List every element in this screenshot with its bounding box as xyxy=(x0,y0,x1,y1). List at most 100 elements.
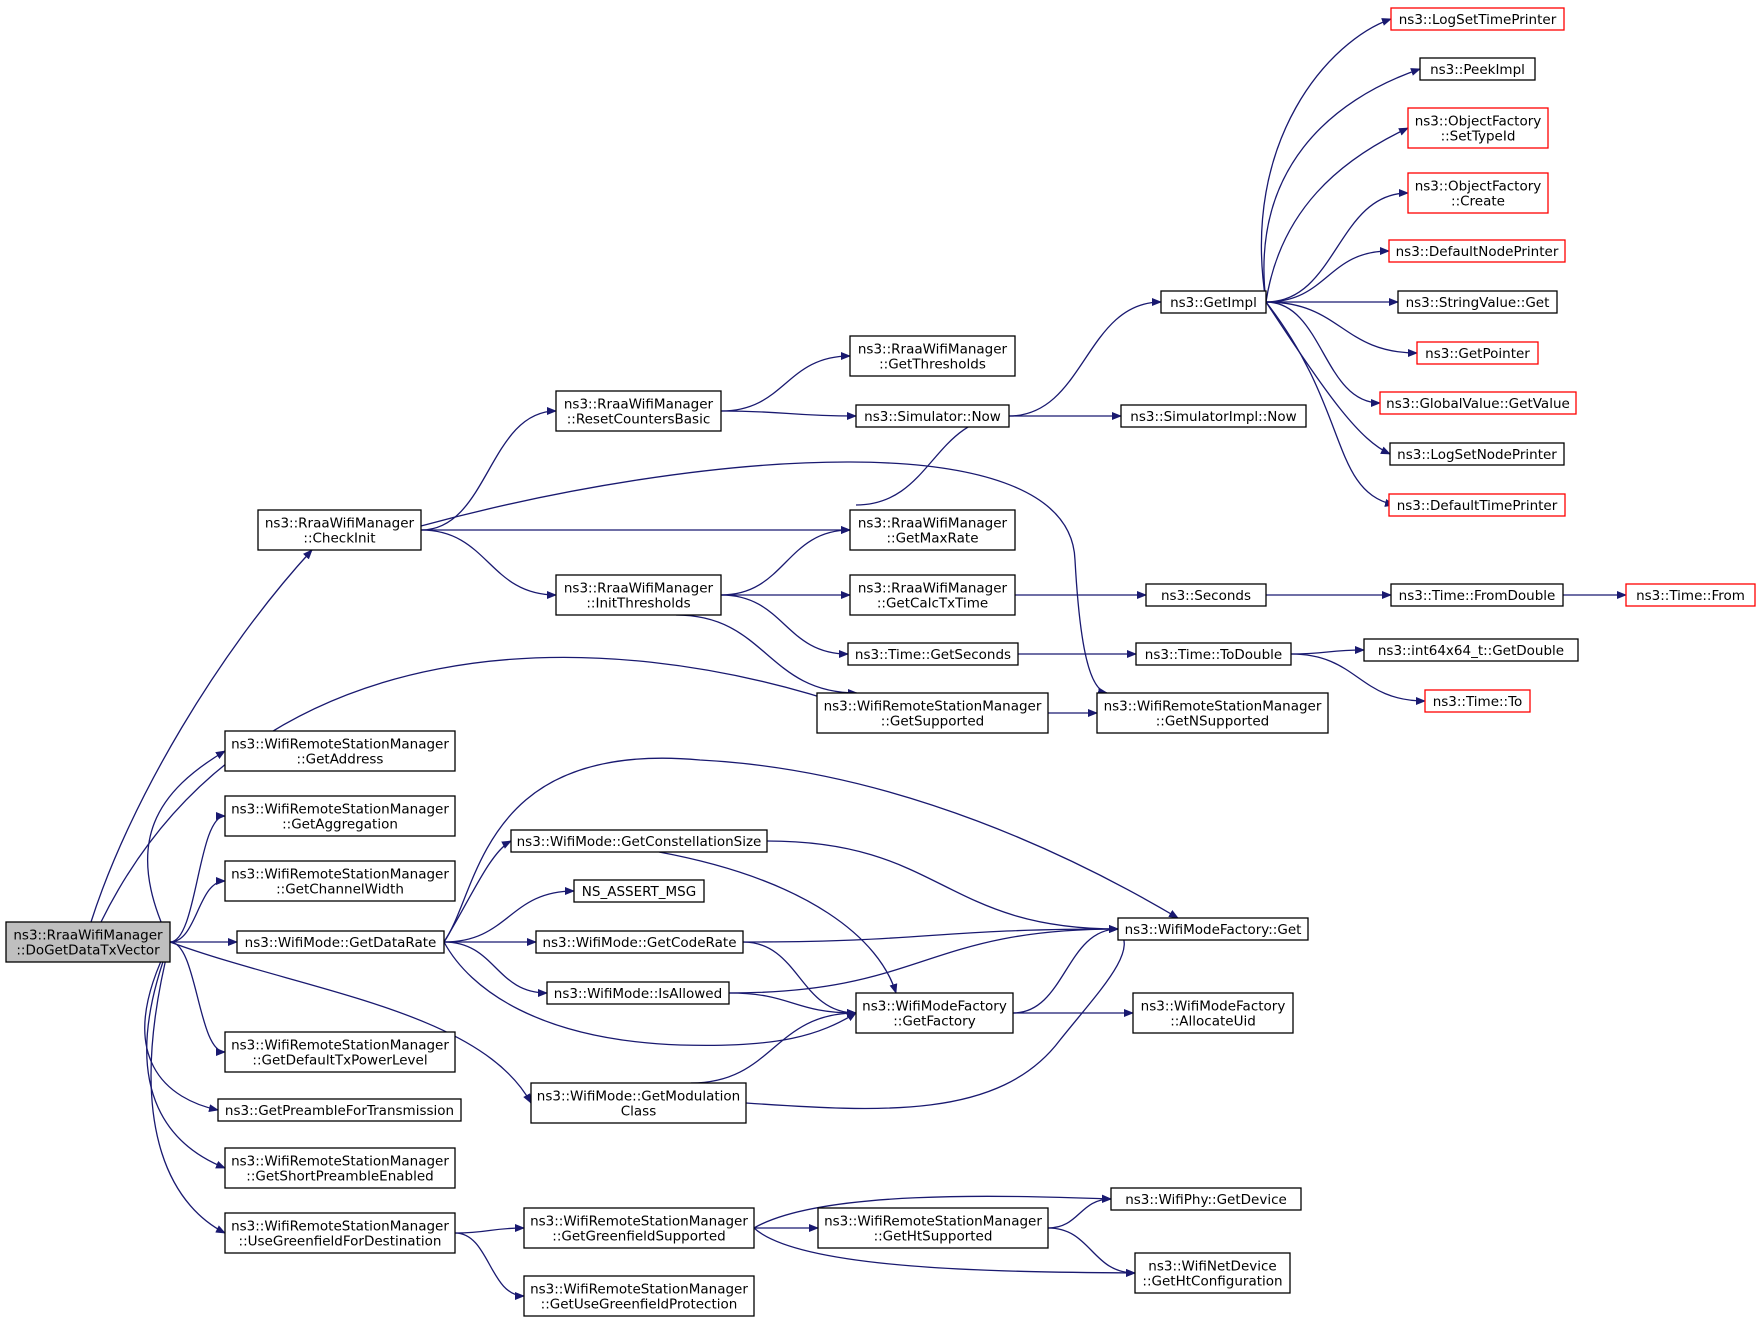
node-getpointer[interactable]: ns3::GetPointer xyxy=(1416,341,1539,365)
node-initthresholds[interactable]: ns3::RraaWifiManager::InitThresholds xyxy=(555,574,722,616)
node-box xyxy=(1390,583,1564,607)
node-int64getdouble[interactable]: ns3::int64x64_t::GetDouble xyxy=(1363,638,1579,662)
node-getgreensup[interactable]: ns3::WifiRemoteStationManager::GetGreenf… xyxy=(523,1207,755,1249)
node-label-line: ns3::Time::ToDouble xyxy=(1145,647,1282,663)
node-getchannelwidth[interactable]: ns3::WifiRemoteStationManager::GetChanne… xyxy=(224,860,456,902)
node-label-line: ::GetAddress xyxy=(297,752,384,768)
node-box xyxy=(1160,290,1267,314)
node-box xyxy=(1407,172,1549,214)
edge-root-to-getsupported xyxy=(100,656,858,923)
node-box xyxy=(530,1082,747,1124)
node-label-line: ns3::WifiRemoteStationManager xyxy=(824,1214,1042,1230)
node-defaulttime[interactable]: ns3::DefaultTimePrinter xyxy=(1388,493,1566,517)
node-getimpl[interactable]: ns3::GetImpl xyxy=(1160,290,1267,314)
edge-path xyxy=(742,941,857,1017)
node-wmfalloc[interactable]: ns3::WifiModeFactory::AllocateUid xyxy=(1132,992,1294,1034)
node-wmfgetfactory[interactable]: ns3::WifiModeFactory::GetFactory xyxy=(855,992,1014,1034)
edge-path xyxy=(1265,301,1395,507)
edge-path xyxy=(1290,646,1365,655)
node-stringvalueget[interactable]: ns3::StringValue::Get xyxy=(1397,290,1558,314)
edge-path xyxy=(443,941,548,997)
edge-getdatarate-to-getconstellation xyxy=(443,840,512,943)
node-label-line: ns3::PeekImpl xyxy=(1430,62,1525,78)
node-root[interactable]: ns3::RraaWifiManager::DoGetDataTxVector xyxy=(5,921,171,963)
node-getconstellation[interactable]: ns3::WifiMode::GetConstellationSize xyxy=(510,829,768,853)
edge-path xyxy=(169,812,226,943)
edge-path xyxy=(454,1232,525,1300)
node-getnsupported[interactable]: ns3::WifiRemoteStationManager::GetNSuppo… xyxy=(1096,692,1329,734)
edge-path xyxy=(728,992,857,1017)
node-label-line: ns3::RraaWifiManager xyxy=(564,581,714,597)
edge-todouble-to-int64getdouble xyxy=(1290,646,1365,655)
node-todouble[interactable]: ns3::Time::ToDouble xyxy=(1135,642,1292,666)
edges-layer xyxy=(90,18,1627,1300)
node-wmfget[interactable]: ns3::WifiModeFactory::Get xyxy=(1117,917,1309,941)
node-timegetseconds[interactable]: ns3::Time::GetSeconds xyxy=(847,642,1019,666)
node-getthresholds[interactable]: ns3::RraaWifiManager::GetThresholds xyxy=(849,335,1016,377)
node-logsettime[interactable]: ns3::LogSetTimePrinter xyxy=(1390,7,1565,31)
node-getsupported[interactable]: ns3::WifiRemoteStationManager::GetSuppor… xyxy=(816,692,1049,734)
node-checkinit[interactable]: ns3::RraaWifiManager::CheckInit xyxy=(257,509,422,551)
edge-path xyxy=(742,925,1119,943)
edge-resetcounters-to-simnow xyxy=(720,410,857,420)
edge-path xyxy=(720,594,849,658)
node-getpreamble[interactable]: ns3::GetPreambleForTransmission xyxy=(217,1098,462,1122)
node-gethtconfig[interactable]: ns3::WifiNetDevice::GetHtConfiguration xyxy=(1134,1252,1291,1294)
node-label-line: ns3::Simulator::Now xyxy=(864,409,1001,425)
node-logsetnode[interactable]: ns3::LogSetNodePrinter xyxy=(1389,442,1565,466)
node-label-line: ns3::GlobalValue::GetValue xyxy=(1386,396,1570,412)
node-wifiphygetdevice[interactable]: ns3::WifiPhy::GetDevice xyxy=(1110,1187,1302,1211)
node-label-line: ns3::WifiRemoteStationManager xyxy=(1104,699,1322,715)
node-label-line: ns3::WifiNetDevice xyxy=(1148,1259,1276,1275)
edge-path xyxy=(658,851,898,994)
edge-gethtsup-to-gethtconfig xyxy=(1047,1227,1136,1277)
edge-path xyxy=(443,840,512,943)
node-box xyxy=(523,1275,755,1317)
node-globalvalue[interactable]: ns3::GlobalValue::GetValue xyxy=(1379,391,1577,415)
edge-getdatarate-to-wmfget xyxy=(443,757,1179,943)
node-label-line: ns3::ObjectFactory xyxy=(1415,179,1542,195)
node-getshortpre[interactable]: ns3::WifiRemoteStationManager::GetShortP… xyxy=(224,1147,456,1189)
node-getaddress[interactable]: ns3::WifiRemoteStationManager::GetAddres… xyxy=(224,730,456,772)
node-gethtsup[interactable]: ns3::WifiRemoteStationManager::GetHtSupp… xyxy=(817,1207,1049,1249)
node-label-line: ::GetUseGreenfieldProtection xyxy=(541,1297,738,1313)
node-getusegreenprot[interactable]: ns3::WifiRemoteStationManager::GetUseGre… xyxy=(523,1275,755,1317)
node-box xyxy=(855,992,1014,1034)
node-label-line: ns3::WifiPhy::GetDevice xyxy=(1125,1192,1287,1208)
node-box xyxy=(816,692,1049,734)
edge-usegreenfield-to-getusegreenprot xyxy=(454,1232,525,1300)
node-resetcounters[interactable]: ns3::RraaWifiManager::ResetCountersBasic xyxy=(555,390,722,432)
node-fromdouble[interactable]: ns3::Time::FromDouble xyxy=(1390,583,1564,607)
node-usegreenfield[interactable]: ns3::WifiRemoteStationManager::UseGreenf… xyxy=(224,1212,456,1254)
node-box xyxy=(1135,642,1292,666)
node-ofsettypeid[interactable]: ns3::ObjectFactory::SetTypeId xyxy=(1407,107,1549,149)
edge-getimpl-to-ofsettypeid xyxy=(1265,127,1409,303)
node-ofcreate[interactable]: ns3::ObjectFactory::Create xyxy=(1407,172,1549,214)
node-label-line: ns3::SimulatorImpl::Now xyxy=(1130,409,1296,425)
node-box xyxy=(1110,1187,1302,1211)
node-getmaxrate[interactable]: ns3::RraaWifiManager::GetMaxRate xyxy=(849,509,1016,551)
node-peekimpl[interactable]: ns3::PeekImpl xyxy=(1419,57,1536,81)
node-simnow[interactable]: ns3::Simulator::Now xyxy=(855,404,1010,428)
node-label-line: ns3::Time::GetSeconds xyxy=(855,647,1011,663)
node-timeto[interactable]: ns3::Time::To xyxy=(1424,689,1531,713)
node-seconds[interactable]: ns3::Seconds xyxy=(1145,583,1267,607)
node-box xyxy=(849,509,1016,551)
node-label-line: ns3::Time::To xyxy=(1433,694,1523,710)
node-getdatarate[interactable]: ns3::WifiMode::GetDataRate xyxy=(236,930,445,954)
node-label-line: ::ResetCountersBasic xyxy=(567,412,711,428)
node-getcalctxtime[interactable]: ns3::RraaWifiManager::GetCalcTxTime xyxy=(849,574,1016,616)
node-getaggregation[interactable]: ns3::WifiRemoteStationManager::GetAggreg… xyxy=(224,795,456,837)
node-simimplnow[interactable]: ns3::SimulatorImpl::Now xyxy=(1120,404,1307,428)
edge-path xyxy=(1047,1195,1112,1229)
node-label-line: ns3::WifiMode::GetConstellationSize xyxy=(517,834,762,850)
node-timefrom[interactable]: ns3::Time::From xyxy=(1625,583,1756,607)
node-getcoderate[interactable]: ns3::WifiMode::GetCodeRate xyxy=(535,930,744,954)
node-getdefaulttx[interactable]: ns3::WifiRemoteStationManager::GetDefaul… xyxy=(224,1031,456,1073)
node-defaultnode[interactable]: ns3::DefaultNodePrinter xyxy=(1388,239,1566,263)
node-nsassert[interactable]: NS_ASSERT_MSG xyxy=(573,879,705,903)
node-label-line: ns3::LogSetTimePrinter xyxy=(1399,12,1557,28)
node-isallowed[interactable]: ns3::WifiMode::IsAllowed xyxy=(546,981,730,1005)
